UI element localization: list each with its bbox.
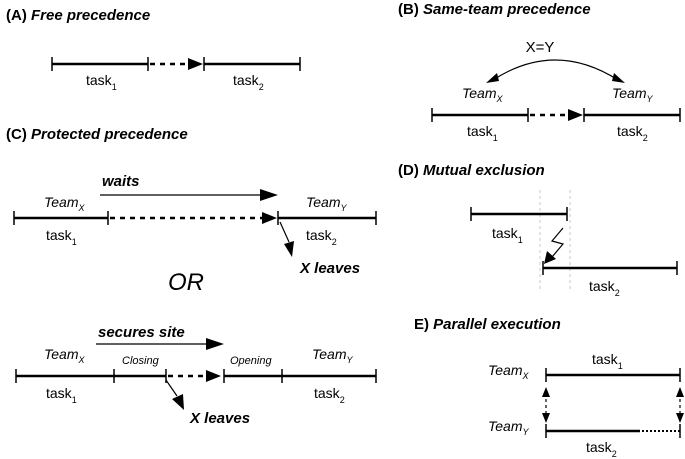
team-x-label-lower: TeamX — [44, 346, 86, 365]
curve-arrowhead-right — [612, 73, 625, 83]
x-leaves-label: X leaves — [299, 260, 360, 277]
waits-label: waits — [102, 173, 140, 190]
precedence-arrowhead — [262, 212, 277, 224]
panel-d-heading: (D) Mutual exclusion — [398, 162, 545, 179]
task2-label: task2 — [617, 123, 648, 143]
conflict-lightning-arrowhead — [544, 251, 556, 264]
panel-b-heading: (B) Same-team precedence — [398, 1, 591, 18]
sync-arrowhead-end-down — [676, 413, 684, 423]
closing-label: Closing — [122, 355, 160, 367]
opening-label: Opening — [230, 355, 272, 367]
team-x-label: TeamX — [488, 362, 530, 381]
panel-d: (D) Mutual exclusion task1 task2 — [398, 162, 678, 298]
same-team-curve — [492, 59, 619, 81]
task2-label-lower: task2 — [314, 385, 345, 405]
task1-label: task1 — [492, 225, 523, 245]
leave-arrow-lower — [165, 379, 178, 397]
x-leaves-label-lower: X leaves — [189, 410, 250, 427]
task1-label-lower: task1 — [46, 385, 77, 405]
team-y-label-lower: TeamY — [312, 346, 354, 365]
team-y-label: TeamY — [612, 85, 654, 104]
team-x-label: TeamX — [44, 194, 86, 213]
waits-arrowhead — [260, 189, 278, 201]
sync-arrowhead-start-up — [542, 387, 550, 397]
leave-arrowhead — [284, 241, 294, 257]
conflict-lightning-icon — [550, 227, 565, 258]
task2-label: task2 — [233, 72, 264, 92]
sync-arrowhead-end-up — [676, 387, 684, 397]
task1-label: task1 — [592, 351, 623, 371]
panel-e: E) Parallel execution TeamX task1 TeamY … — [414, 316, 684, 459]
precedence-arrowhead — [188, 58, 203, 70]
panel-c-heading: (C) Protected precedence — [6, 126, 188, 143]
task2-label: task2 — [589, 278, 620, 298]
panel-a: (A) Free precedence task1 task2 — [6, 7, 301, 92]
precedence-arrowhead — [568, 109, 583, 121]
or-label: OR — [168, 269, 204, 296]
task2-label: task2 — [306, 227, 337, 247]
team-y-label: TeamY — [488, 418, 530, 437]
precedence-arrowhead-lower — [206, 370, 221, 382]
task1-label: task1 — [46, 227, 77, 247]
secures-site-label: secures site — [98, 324, 185, 341]
panel-b: (B) Same-team precedence X=Y TeamX TeamY… — [398, 1, 681, 143]
panel-a-heading: (A) Free precedence — [6, 7, 150, 24]
team-x-label: TeamX — [462, 85, 504, 104]
task2-label: task2 — [586, 439, 617, 459]
sync-arrowhead-start-down — [542, 413, 550, 423]
task1-label: task1 — [86, 72, 117, 92]
same-team-relation: X=Y — [526, 39, 555, 56]
leave-arrow — [279, 221, 290, 243]
curve-arrowhead-left — [486, 73, 499, 83]
panel-e-heading: E) Parallel execution — [414, 316, 561, 333]
leave-arrowhead-lower — [172, 394, 184, 410]
panel-c: (C) Protected precedence waits TeamX Tea… — [6, 126, 377, 427]
secures-arrowhead — [206, 338, 224, 350]
task1-label: task1 — [467, 123, 498, 143]
team-y-label: TeamY — [306, 194, 348, 213]
